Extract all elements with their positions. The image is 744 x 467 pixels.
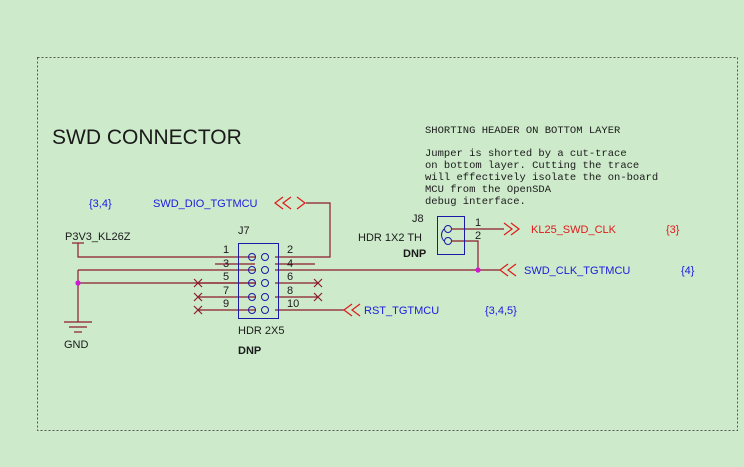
- net-label-kl25-clk: KL25_SWD_CLK: [531, 224, 617, 236]
- note-line: will effectively isolate the on-board: [425, 172, 658, 184]
- no-connect-mark: [313, 292, 323, 302]
- connector-j8: J8 HDR 1X2 TH DNP 1 2: [358, 213, 481, 260]
- j7-dnp: DNP: [238, 345, 261, 357]
- j8-value: HDR 1X2 TH: [358, 232, 422, 244]
- no-connect-mark: [193, 278, 203, 288]
- j7-pin-label: 9: [223, 298, 229, 310]
- j7-pin-label: 8: [287, 285, 293, 297]
- j7-pin-label: 2: [287, 244, 293, 256]
- offpage-swd-clk: [499, 263, 517, 277]
- page-title: SWD CONNECTOR: [52, 126, 242, 149]
- j8-pin-label: 1: [475, 217, 481, 229]
- j8-pin-label: 2: [475, 230, 481, 242]
- j7-pin-label: 7: [223, 285, 229, 297]
- connector-j7: J7 1 3 5 7 9 2 4 6 8 10 HDR 2X5 DNP: [223, 225, 299, 357]
- j7-pin-label: 5: [223, 271, 229, 283]
- offpage-rst: [343, 303, 361, 317]
- note-line: on bottom layer. Cutting the trace: [425, 160, 639, 172]
- net-label-rst: RST_TGTMCU: [364, 305, 439, 317]
- j8-dnp: DNP: [403, 248, 426, 260]
- net-label-swd-clk: SWD_CLK_TGTMCU: [524, 265, 630, 277]
- j7-pin-label: 4: [287, 258, 293, 270]
- j8-body: [437, 216, 465, 255]
- j7-pin-label: 10: [287, 298, 299, 310]
- sheet-border: [37, 57, 738, 431]
- wire-swd-dio: [275, 202, 331, 258]
- offpage-kl25-clk: [503, 222, 520, 236]
- wire-p3v3: [77, 243, 255, 258]
- no-connect-mark: [193, 292, 203, 302]
- j7-value: HDR 2X5: [238, 325, 284, 337]
- note-line: Jumper is shorted by a cut-trace: [425, 148, 627, 160]
- gnd-symbol: [64, 321, 92, 333]
- ref-kl25-clk: {3}: [666, 224, 680, 236]
- no-connect-marks: [193, 278, 323, 315]
- j7-ref: J7: [238, 225, 250, 237]
- p3v3-label: P3V3_KL26Z: [65, 231, 131, 243]
- ref-swd-dio: {3,4}: [89, 198, 112, 210]
- j8-ref: J8: [412, 213, 424, 225]
- junction-dot: [475, 267, 481, 273]
- j7-pin-label: 6: [287, 271, 293, 283]
- junction-dot: [75, 280, 81, 286]
- no-connect-mark: [313, 278, 323, 288]
- j8-short-trace: [441, 228, 445, 242]
- note-heading: SHORTING HEADER ON BOTTOM LAYER: [425, 125, 621, 137]
- net-label-swd-dio: SWD_DIO_TGTMCU: [153, 198, 258, 210]
- j7-body: [238, 243, 279, 319]
- no-connect-mark: [193, 305, 203, 315]
- note-line: debug interface.: [425, 196, 526, 208]
- wire-j8-pin2: [452, 240, 479, 270]
- j7-pin-label: 3: [223, 258, 229, 270]
- offpage-swd-dio: [274, 196, 306, 210]
- ref-swd-clk: {4}: [681, 265, 695, 277]
- note-line: MCU from the OpenSDA: [425, 184, 552, 196]
- ref-rst: {3,4,5}: [485, 305, 517, 317]
- gnd-label: GND: [64, 339, 89, 351]
- j7-pin-label: 1: [223, 244, 229, 256]
